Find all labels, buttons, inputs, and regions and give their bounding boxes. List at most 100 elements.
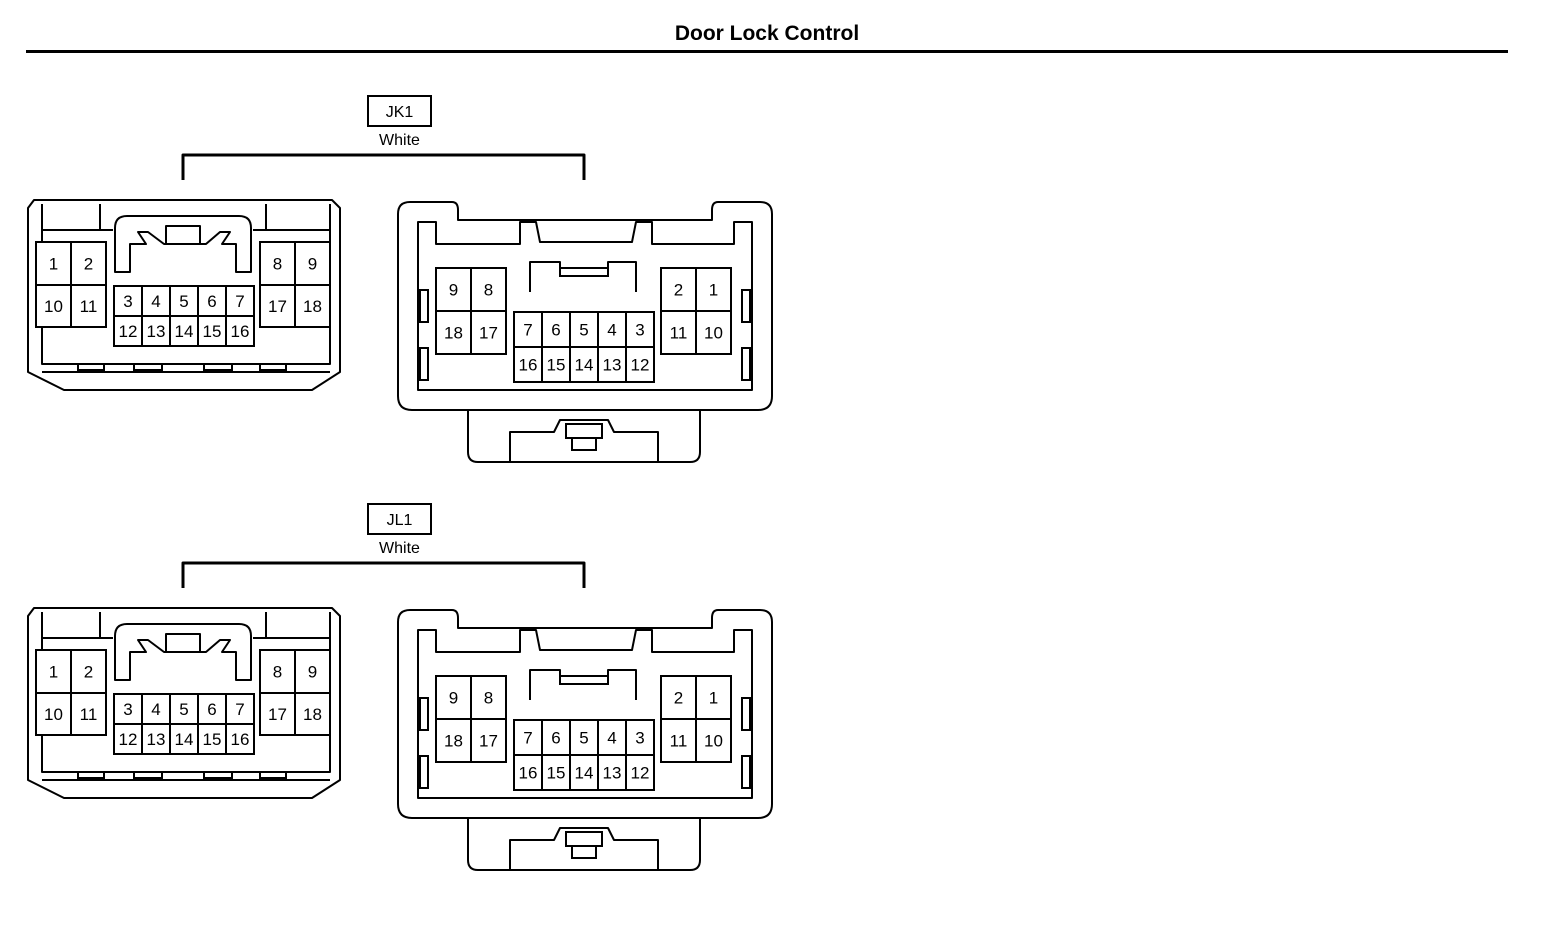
- pin-number: 7: [523, 729, 532, 748]
- bottom-slot: [203, 363, 233, 371]
- pin-cell: [113, 693, 143, 725]
- pin-cell: [225, 315, 255, 347]
- pin-cell: [569, 754, 599, 791]
- connector-color: White: [379, 540, 420, 557]
- housing-outline: [397, 201, 773, 411]
- side-key: [419, 347, 429, 381]
- pin-number: 1: [49, 663, 58, 682]
- pin-number: 7: [523, 321, 532, 340]
- lock-tab-lower: [571, 845, 597, 859]
- pin-number: 9: [449, 689, 458, 708]
- pin-cell: [597, 754, 627, 791]
- pin-number: 18: [444, 732, 463, 751]
- pin-number: 18: [303, 705, 322, 724]
- bottom-lock-inner: [509, 827, 659, 870]
- housing-outline: [397, 609, 773, 819]
- pin-cell: [513, 754, 543, 791]
- page-title: Door Lock Control: [674, 22, 860, 45]
- pin-number: 4: [607, 321, 616, 340]
- pin-number: 8: [273, 255, 282, 274]
- pin-number: 13: [147, 322, 166, 341]
- pin-cell: [695, 310, 732, 355]
- bracket: [181, 153, 586, 180]
- pin-number: 10: [704, 324, 723, 343]
- connector-code: JK1: [386, 104, 414, 121]
- bottom-slot: [77, 363, 105, 371]
- bottom-slot: [203, 771, 233, 779]
- pin-number: 13: [603, 764, 622, 783]
- pin-number: 16: [231, 322, 250, 341]
- pin-cell: [197, 723, 227, 755]
- pin-cell: [70, 649, 107, 694]
- connector-code: JL1: [387, 512, 413, 529]
- connector-color: White: [379, 132, 420, 149]
- pin-cell: [597, 346, 627, 383]
- pin-number: 10: [704, 732, 723, 751]
- pin-number: 11: [80, 297, 98, 316]
- lock-tab-lower: [571, 437, 597, 451]
- pin-cell: [625, 754, 655, 791]
- pin-number: 7: [235, 292, 244, 311]
- pin-number: 12: [631, 356, 650, 375]
- pin-number: 2: [674, 281, 683, 300]
- pin-cell: [197, 693, 227, 725]
- pin-cell: [294, 649, 331, 694]
- connector-code-box: [367, 503, 432, 535]
- bottom-lock-inner: [509, 419, 659, 462]
- side-key: [741, 289, 751, 323]
- pin-number: 14: [575, 764, 594, 783]
- lock-tab: [565, 423, 603, 439]
- pin-number: 5: [179, 292, 188, 311]
- pin-number: 3: [635, 321, 644, 340]
- pin-number: 15: [547, 356, 566, 375]
- pin-number: 4: [151, 700, 160, 719]
- pin-number: 1: [709, 281, 718, 300]
- pin-cell: [695, 718, 732, 763]
- pin-number: 5: [179, 700, 188, 719]
- pin-number: 15: [547, 764, 566, 783]
- pin-number: 5: [579, 321, 588, 340]
- pin-number: 17: [268, 297, 287, 316]
- title-rule: [26, 50, 1508, 53]
- pin-number: 12: [119, 730, 138, 749]
- pin-cell: [35, 692, 72, 736]
- bottom-slot: [259, 771, 287, 779]
- bracket: [181, 561, 586, 588]
- pin-number: 6: [551, 321, 560, 340]
- side-key: [741, 755, 751, 789]
- pin-number: 11: [670, 732, 688, 751]
- pin-number: 14: [575, 356, 594, 375]
- pin-number: 17: [479, 324, 498, 343]
- pin-number: 4: [607, 729, 616, 748]
- lock-tab: [565, 831, 603, 847]
- pin-cell: [225, 723, 255, 755]
- latch: [114, 215, 252, 273]
- pin-number: 15: [203, 322, 222, 341]
- bottom-slot: [259, 363, 287, 371]
- connector-code-box: [367, 95, 432, 127]
- pin-cell: [695, 267, 732, 312]
- pin-number: 7: [235, 700, 244, 719]
- pin-number: 16: [519, 764, 538, 783]
- pin-cell: [141, 693, 171, 725]
- latch: [114, 623, 252, 681]
- pin-cell: [695, 675, 732, 720]
- pin-number: 5: [579, 729, 588, 748]
- pin-cell: [70, 284, 107, 328]
- housing-outline: [27, 199, 341, 391]
- pin-cell: [169, 315, 199, 347]
- bottom-lock: [467, 818, 701, 871]
- pin-cell: [660, 267, 697, 312]
- pin-number: 9: [308, 663, 317, 682]
- housing-outline: [27, 607, 341, 799]
- pin-cell: [113, 315, 143, 347]
